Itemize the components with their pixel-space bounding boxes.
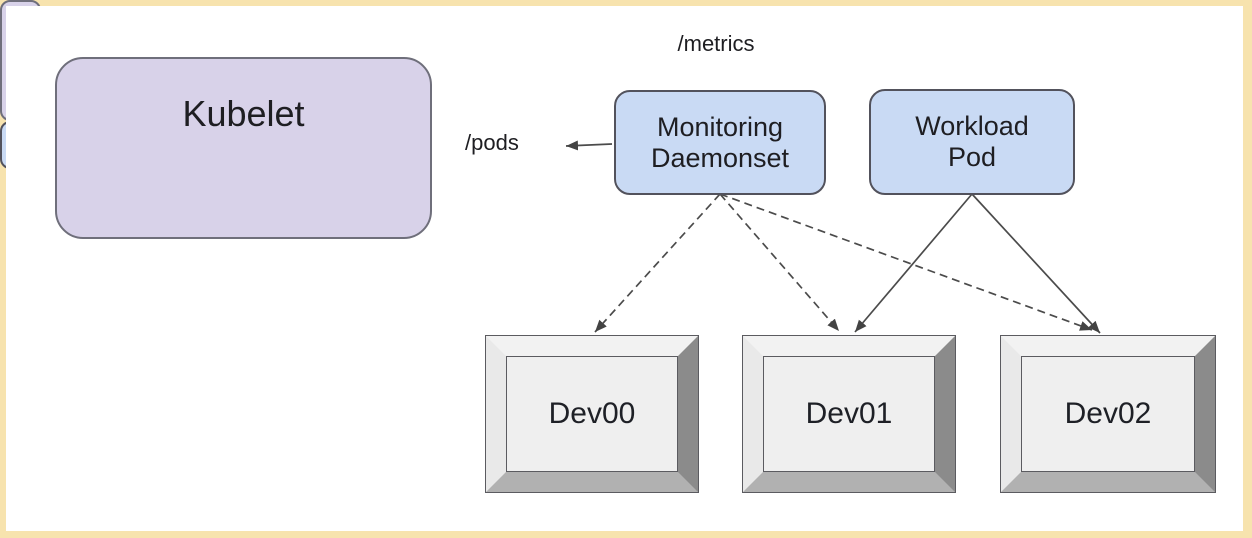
device-dev02-face: Dev02 xyxy=(1021,356,1195,472)
device-dev02-frame xyxy=(1000,335,1216,493)
device-dev01-face: Dev01 xyxy=(763,356,935,472)
metrics-endpoint-label: /metrics xyxy=(677,31,755,56)
device-dev00: Dev00 xyxy=(485,335,699,493)
device-dev02: Dev02 xyxy=(1000,335,1216,493)
monitoring-label-line2: Daemonset xyxy=(650,142,790,173)
kubelet-label: Kubelet xyxy=(182,93,305,134)
monitoring-daemonset-node: Monitoring Daemonset xyxy=(614,90,826,195)
device-dev00-frame xyxy=(485,335,699,493)
workload-pod-node: Workload Pod xyxy=(869,89,1075,195)
workload-label-line2: Pod xyxy=(947,142,997,172)
dev00-label: Dev00 xyxy=(548,397,636,430)
monitoring-label-line1: Monitoring xyxy=(656,111,784,142)
pods-endpoint-label: /pods xyxy=(465,130,519,155)
device-dev01: Dev01 xyxy=(742,335,956,493)
dev01-label: Dev01 xyxy=(805,397,893,430)
workload-label-line1: Workload xyxy=(915,111,1029,141)
dev02-label: Dev02 xyxy=(1064,397,1152,430)
device-dev00-face: Dev00 xyxy=(506,356,678,472)
device-dev01-frame xyxy=(742,335,956,493)
kubelet-node: Kubelet xyxy=(55,57,432,239)
